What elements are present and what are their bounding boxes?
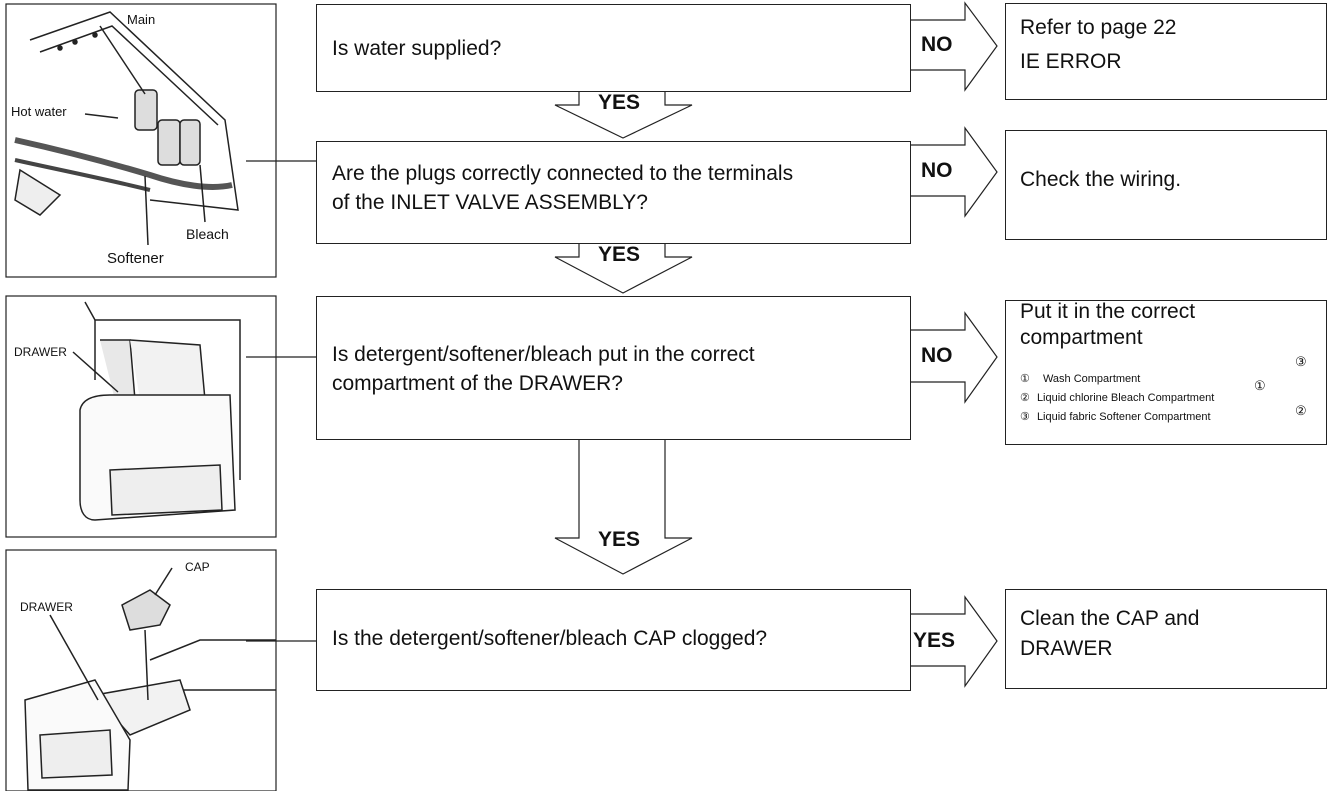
question-box-4: Is the detergent/softener/bleach CAP clo… — [316, 589, 911, 691]
grid-num-bottom-right: ② — [1295, 403, 1307, 418]
question-box-1: Is water supplied? — [316, 4, 911, 92]
question-text-4: Is the detergent/softener/bleach CAP clo… — [332, 627, 768, 650]
result-box-3: Put it in the correct compartment — [1005, 300, 1327, 445]
question-text-2b: of the INLET VALVE ASSEMBLY? — [332, 191, 648, 214]
legend-text-2: Liquid chlorine Bleach Compartment — [1036, 392, 1215, 404]
result-text-1b: IE ERROR — [1020, 50, 1122, 73]
result-box-1: Refer to page 22 IE ERROR — [1005, 3, 1327, 100]
result-text-2: Check the wiring. — [1020, 168, 1182, 191]
result-box-4: Clean the CAP and DRAWER — [1005, 589, 1327, 689]
result-text-3a: Put it in the correct — [1020, 300, 1196, 323]
question-text-1: Is water supplied? — [332, 37, 502, 60]
arrow-no-3 — [911, 311, 998, 404]
question-text-3b: compartment of the DRAWER? — [332, 372, 623, 395]
legend-num-3: ③ — [1020, 411, 1030, 423]
yes-label-4: YES — [913, 629, 956, 652]
label-drawer-2: DRAWER — [20, 600, 73, 614]
photo-frame-valve — [5, 3, 277, 278]
legend-row-3: ③ Liquid fabric Softener Compartment — [1020, 408, 1211, 427]
result-text-3b: compartment — [1020, 326, 1143, 349]
yes-label-3: YES — [598, 528, 641, 551]
arrow-yes-2 — [554, 244, 693, 294]
legend-text-1: Wash Compartment — [1042, 373, 1141, 385]
legend-num-2: ② — [1020, 392, 1030, 404]
grid-num-left: ① — [1254, 378, 1266, 393]
legend-text-3: Liquid fabric Softener Compartment — [1036, 411, 1211, 423]
no-label-3: NO — [921, 344, 953, 367]
label-main: Main — [127, 12, 156, 27]
question-box-3: Is detergent/softener/bleach put in the … — [316, 296, 911, 440]
yes-label-2: YES — [598, 243, 641, 266]
yes-label-1: YES — [598, 91, 641, 114]
result-text-1a: Refer to page 22 — [1020, 16, 1177, 39]
grid-num-top-right: ③ — [1295, 354, 1307, 369]
question-box-2: Are the plugs correctly connected to the… — [316, 141, 911, 244]
label-bleach: Bleach — [186, 226, 229, 242]
legend-row-1: ① Wash Compartment — [1020, 370, 1140, 389]
result-text-4a: Clean the CAP and — [1020, 607, 1200, 630]
arrow-yes-4 — [911, 595, 998, 688]
arrow-no-2 — [911, 126, 998, 218]
no-label-2: NO — [921, 159, 953, 182]
label-softener: Softener — [107, 250, 164, 267]
no-label-1: NO — [921, 33, 953, 56]
result-text-4b: DRAWER — [1020, 637, 1113, 660]
label-hot-water: Hot water — [11, 104, 67, 119]
arrow-yes-1 — [554, 92, 693, 139]
arrow-no-1 — [911, 1, 998, 92]
drawer-illustration — [72, 301, 241, 521]
result-box-2: Check the wiring. — [1005, 130, 1327, 240]
legend-num-1: ① — [1020, 373, 1030, 385]
valve-illustration — [14, 11, 239, 246]
question-text-2a: Are the plugs correctly connected to the… — [332, 162, 794, 185]
arrow-yes-3 — [554, 440, 693, 575]
label-cap: CAP — [185, 560, 210, 574]
label-drawer-1: DRAWER — [14, 345, 67, 359]
question-text-3a: Is detergent/softener/bleach put in the … — [332, 343, 755, 366]
cap-illustration — [24, 567, 276, 791]
legend-row-2: ② Liquid chlorine Bleach Compartment — [1020, 389, 1214, 408]
